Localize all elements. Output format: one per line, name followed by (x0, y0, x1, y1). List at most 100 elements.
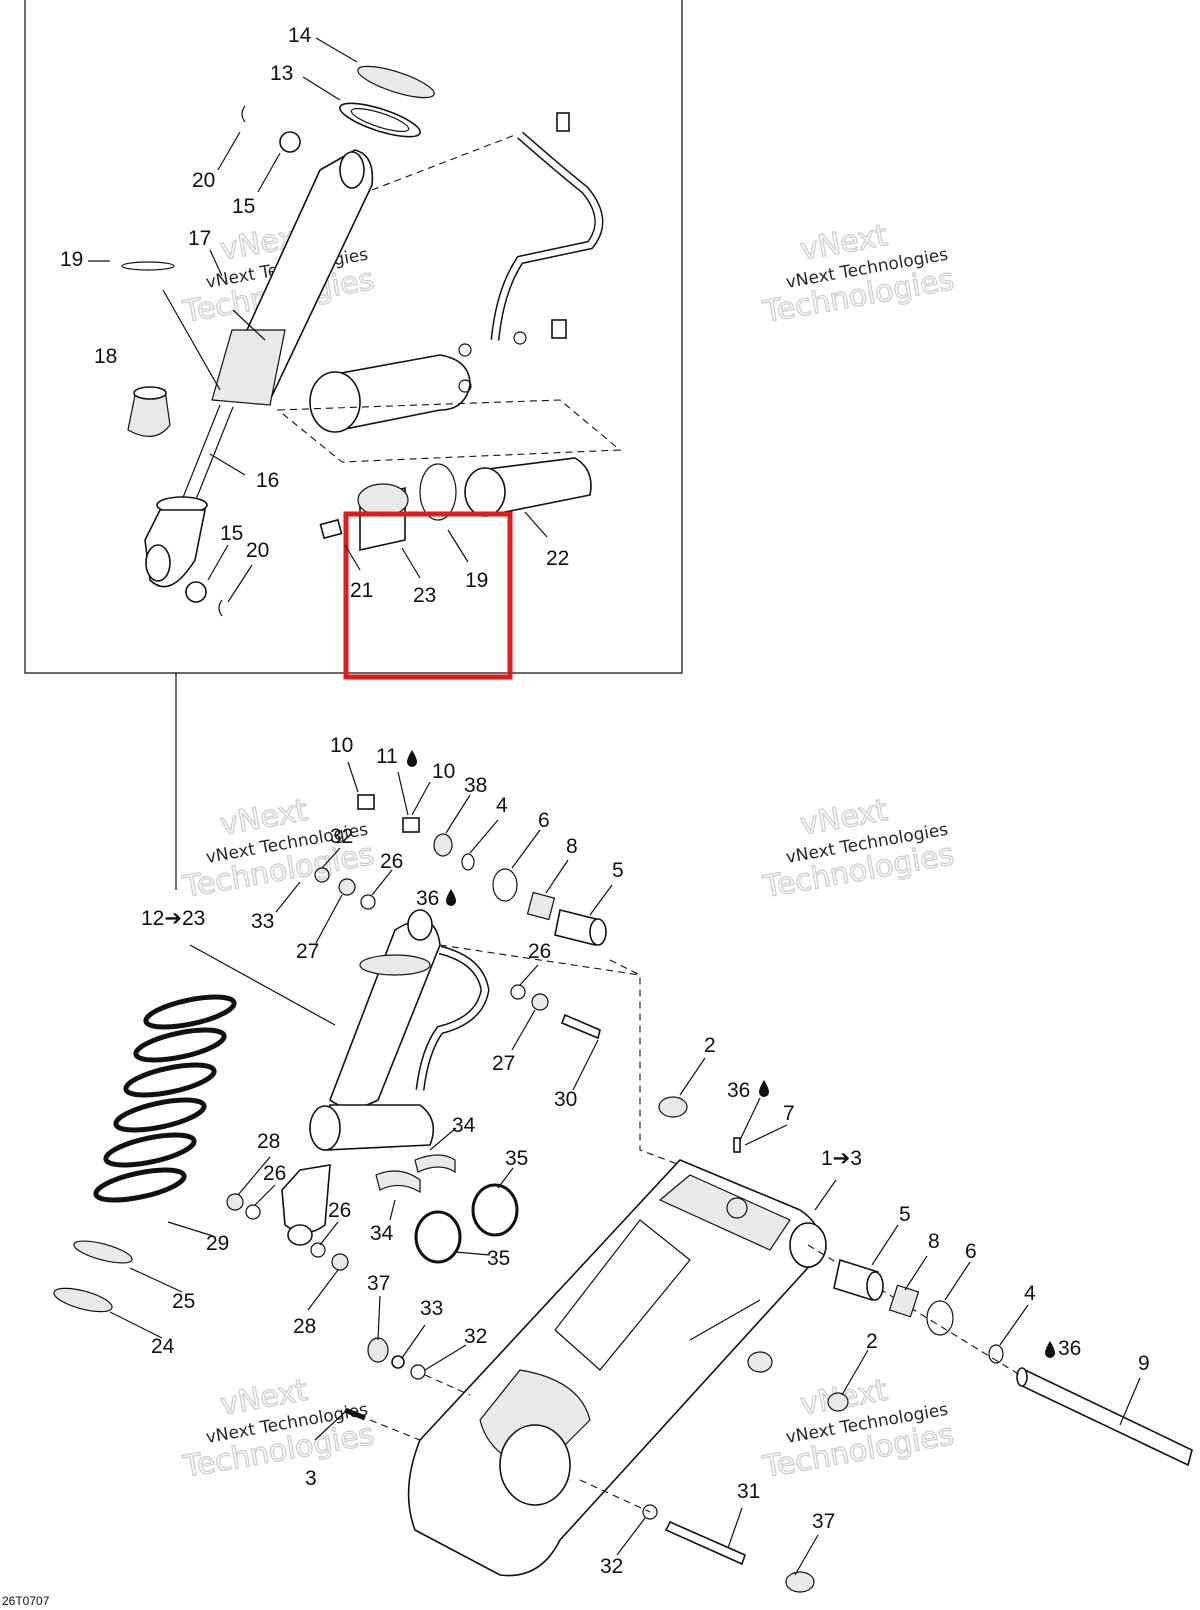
part-reservoir-sleeve (464, 457, 592, 517)
highlight-box (343, 511, 513, 680)
callout-2: 2 (704, 1034, 716, 1057)
callout-37: 37 (812, 1510, 835, 1533)
callout-27: 27 (492, 1052, 515, 1075)
callout-13: 13 (270, 62, 293, 85)
callout-21: 21 (350, 579, 373, 602)
callout-36: 36 (416, 887, 439, 910)
part-bearing-28a (226, 1193, 244, 1211)
watermark-group-4: vNext vNext Technologies Technologies (759, 792, 957, 906)
callout-15: 15 (220, 522, 243, 545)
part-dashed-axis (609, 959, 681, 1166)
part-washer-4-lower (988, 1344, 1004, 1364)
callout-26: 26 (528, 940, 551, 963)
part-grease-fitting (733, 1137, 741, 1153)
callout-17: 17 (188, 227, 211, 250)
callout-1-3: 1➔3 (821, 1147, 862, 1170)
leader-line (371, 134, 516, 191)
part-bushing (279, 131, 301, 153)
part-cap-37b (785, 1571, 815, 1593)
part-reservoir-cap (357, 483, 409, 551)
leader-line (227, 564, 253, 603)
oil-drop-icon (759, 1080, 769, 1097)
part-washer-26a (360, 894, 376, 910)
callout-7: 7 (783, 1102, 795, 1125)
part-bearing-28b (331, 1253, 349, 1271)
callout-28: 28 (293, 1315, 316, 1338)
callout-8: 8 (566, 835, 578, 858)
leader-line (217, 131, 241, 171)
part-spring-seat (73, 1240, 133, 1264)
leader-line (315, 37, 358, 63)
leader-line (439, 944, 641, 976)
leader-line (401, 547, 421, 579)
callout-15: 15 (232, 195, 255, 218)
part-hose-inner (417, 947, 489, 1091)
part-oring-6-lower (926, 1300, 954, 1336)
callout-6: 6 (965, 1240, 977, 1263)
part-cap-2a (658, 1096, 688, 1118)
callout-36: 36 (727, 1079, 750, 1102)
callout-4: 4 (496, 794, 508, 817)
part-banjo-bolt (556, 112, 570, 132)
part-cap-37a (367, 1337, 389, 1363)
callout-14: 14 (288, 24, 312, 47)
part-clip (241, 105, 246, 123)
leader-line (257, 152, 281, 193)
callout-12-23: 12➔23 (141, 907, 205, 930)
callout-3: 3 (305, 1467, 317, 1490)
part-washer-26c (245, 1204, 261, 1220)
part-oring-6-upper (492, 868, 518, 902)
part-oring (121, 261, 175, 271)
oil-drop-icon (446, 889, 456, 906)
callout-32: 32 (464, 1325, 487, 1348)
part-cap-2c (827, 1392, 849, 1412)
part-shock-body (144, 149, 374, 588)
part-bolt-31 (664, 1520, 746, 1566)
part-washer-26d (310, 1242, 326, 1258)
part-reservoir (309, 354, 472, 433)
part-bearing-27a (338, 878, 356, 896)
leader-line (424, 1374, 471, 1396)
callout-33: 33 (420, 1297, 443, 1320)
part-nut-10b (402, 817, 420, 833)
callout-18: 18 (94, 345, 117, 368)
callout-35: 35 (505, 1147, 528, 1170)
callout-19: 19 (465, 569, 488, 592)
leader-line (369, 1419, 421, 1441)
part-clamp-35a (471, 1183, 519, 1237)
part-bump-stop (127, 386, 171, 437)
part-washer (513, 331, 527, 345)
part-bushing-5-lower (833, 1258, 884, 1302)
part-clip (218, 599, 223, 617)
part-bolt-30 (560, 1013, 601, 1040)
part-washer-26b (510, 984, 526, 1000)
callout-27: 27 (296, 940, 319, 963)
part-spring-retainer (339, 65, 435, 138)
part-bearing-8-upper (526, 891, 556, 921)
part-bushing (185, 581, 207, 603)
part-washer-38 (433, 833, 453, 857)
part-shock-assembly (281, 909, 441, 1246)
part-coil-spring (93, 994, 237, 1203)
part-hose (490, 131, 604, 341)
leader-line (579, 1479, 651, 1513)
callout-37: 37 (367, 1272, 390, 1295)
leader-line (302, 76, 341, 101)
part-washer (458, 343, 472, 357)
leader-line (209, 453, 246, 476)
callout-5: 5 (899, 1203, 911, 1226)
callout-34: 34 (370, 1222, 394, 1245)
callout-2: 2 (866, 1330, 878, 1353)
inset-frame (24, 0, 683, 674)
part-bearing-27b (531, 993, 549, 1011)
part-hose-inner (492, 132, 602, 341)
callout-32: 32 (330, 825, 353, 848)
callout-6: 6 (538, 809, 550, 832)
leader-line (232, 309, 266, 341)
watermark-group-2: vNext vNext Technologies Technologies (759, 217, 957, 331)
watermark-group-6: vNext vNext Technologies Technologies (759, 1372, 957, 1486)
part-clamp-35b (414, 1210, 462, 1264)
callout-19: 19 (60, 248, 83, 271)
oil-drop-icon (407, 750, 417, 767)
